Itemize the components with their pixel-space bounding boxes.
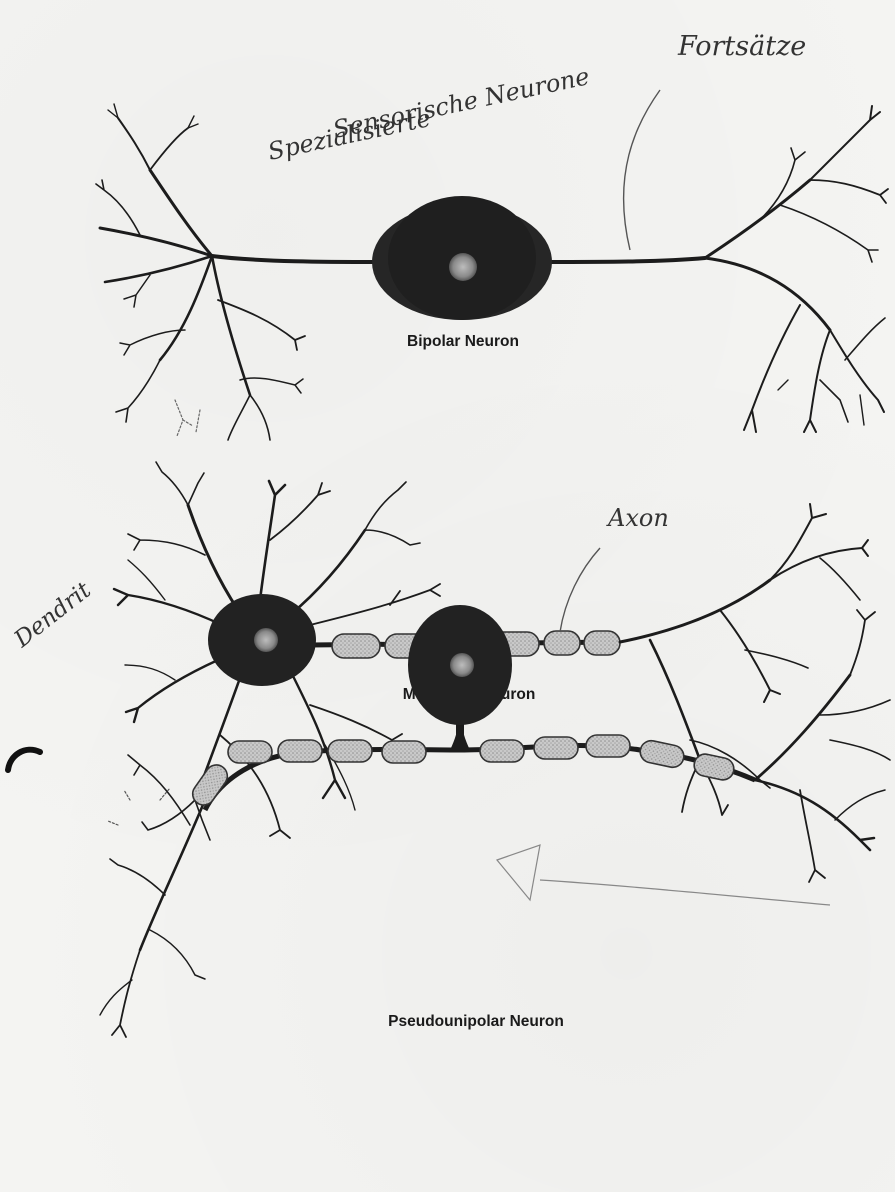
pseudounipolar-neuron	[100, 605, 890, 1037]
axon-pointer-line	[560, 548, 600, 632]
processes-pointer-line	[624, 90, 660, 250]
pseudounipolar-dendrites-left	[100, 755, 205, 1037]
pseudounipolar-dendrites-right	[755, 610, 890, 882]
handwritten-processes: Fortsätze	[677, 31, 806, 62]
pseudounipolar-axon	[188, 710, 755, 810]
bipolar-label: Bipolar Neuron	[407, 333, 519, 350]
pseudounipolar-nucleus	[450, 653, 474, 677]
multipolar-nucleus	[254, 628, 278, 652]
pencil-arrow	[497, 845, 830, 905]
pseudounipolar-label: Pseudounipolar Neuron	[388, 1013, 564, 1030]
multipolar-axon-terminals	[620, 504, 868, 815]
handwritten-dendrite: Dendrit	[9, 577, 97, 653]
handwritten-axon: Axon	[606, 504, 669, 532]
bipolar-dendrite-tree-right	[545, 106, 888, 432]
bipolar-nucleus	[449, 253, 477, 281]
bipolar-dendrite-tree-left	[96, 104, 380, 440]
hole-punch-mark	[8, 750, 40, 770]
handwritten-sensory-neuron: Sensorische Neurone	[330, 62, 591, 144]
bipolar-neuron: Bipolar Neuron	[96, 104, 888, 440]
